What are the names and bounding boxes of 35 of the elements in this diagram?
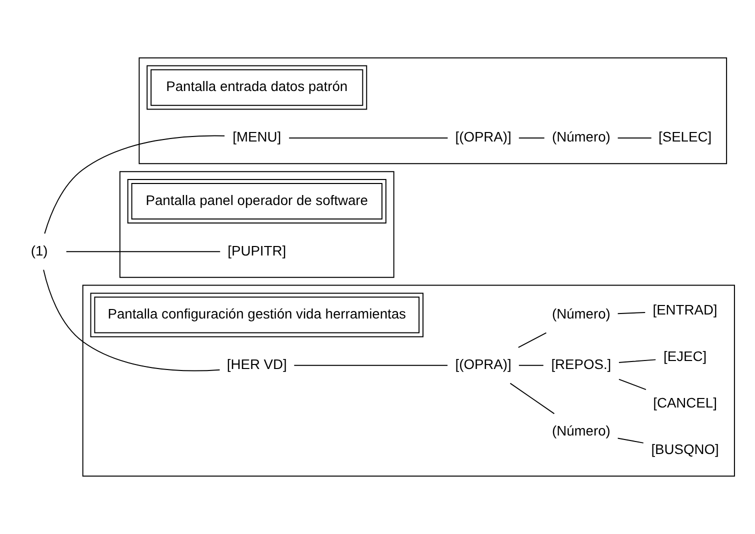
node-text: [BUSQNO]	[651, 441, 719, 458]
node-text: [MENU]	[232, 128, 282, 145]
cluster	[138, 57, 728, 164]
connector	[43, 269, 220, 372]
connector	[617, 137, 652, 138]
node-box: Pantalla configuración gestión vida herramientas	[90, 292, 424, 338]
node-text: [REPOS.]	[551, 356, 612, 372]
node-box: Pantalla panel operador de software	[127, 179, 386, 224]
node-text: [EJEC]	[664, 348, 707, 364]
connector	[294, 364, 448, 366]
connector	[617, 312, 646, 314]
node-text: [(OPRA)]	[455, 128, 512, 145]
node-text: [CANCEL]	[653, 394, 717, 411]
connector	[44, 135, 226, 234]
node-text: (1)	[30, 242, 48, 258]
node-text: (Número)	[552, 128, 610, 145]
cluster	[82, 284, 735, 477]
connector	[618, 359, 656, 364]
node-text: [ENTRAD]	[652, 302, 718, 318]
node-text: [(OPRA)]	[455, 356, 512, 372]
node-text: (Número)	[552, 422, 610, 438]
connector	[510, 382, 555, 414]
connector	[618, 378, 646, 390]
node-text: (Número)	[552, 306, 610, 322]
cluster	[119, 171, 394, 278]
connector	[288, 137, 448, 138]
connector	[66, 251, 221, 252]
connector	[518, 332, 547, 348]
node-box: Pantalla entrada datos patrón	[146, 65, 368, 110]
node-text: [PUPITR]	[228, 242, 286, 258]
connector	[518, 364, 544, 366]
connector	[518, 137, 545, 138]
node-text: [HER VD]	[226, 356, 287, 372]
connector	[617, 438, 644, 444]
node-text: [SELEC]	[658, 128, 712, 145]
